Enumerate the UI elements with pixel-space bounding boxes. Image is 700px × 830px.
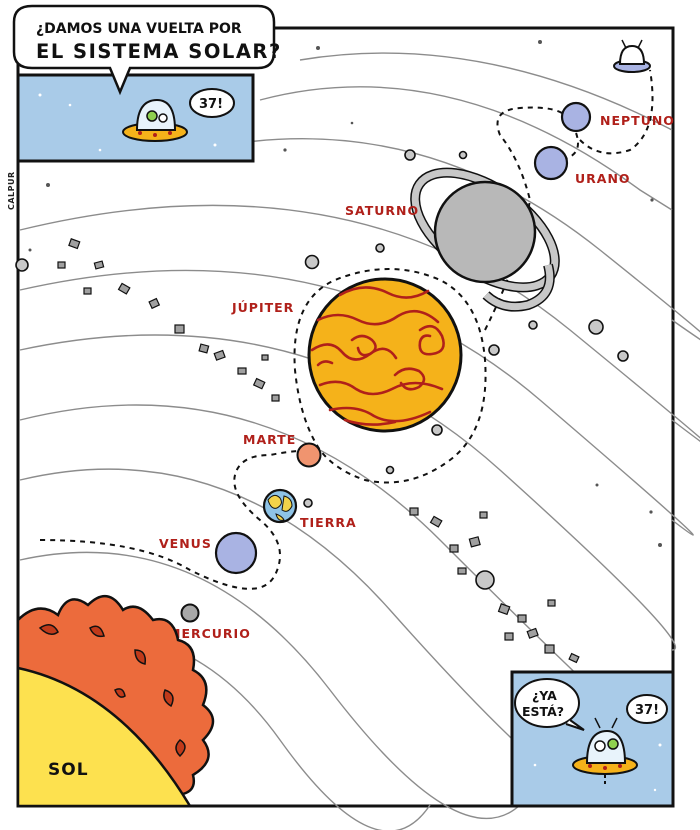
planet-jupiter [307,277,463,433]
planet-urano [533,145,569,181]
label-jupiter: JÚPITER [231,300,294,315]
intro-line-2: EL SISTEMA SOLAR? [36,40,282,63]
counter-bubble-bottom: 37! [626,694,668,724]
ufo-bottom [572,717,638,787]
label-marte: MARTE [243,432,296,447]
ufo-top [122,98,188,142]
label-tierra: TIERRA [300,515,357,530]
outro-line-1: ¿YA [532,688,557,703]
label-saturno: SATURNO [345,203,419,218]
travel-path [39,69,654,590]
planet-tierra [262,488,298,524]
sun: SOL [16,595,215,808]
sun-label: SOL [48,760,89,780]
outro-speech-bubble: ¿YA ESTÁ? [514,678,585,731]
sun-flare-details [38,624,186,758]
intro-speech-bubble: ¿DAMOS UNA VUELTA POR EL SISTEMA SOLAR? [12,4,282,96]
urano-body [533,145,569,181]
top-left-panel: 37! [16,73,255,163]
counter-text-bottom: 37! [635,703,659,718]
sun-body [16,666,193,808]
mercurio-body [180,603,200,623]
label-mercurio: MERCURIO [168,626,251,641]
marte-body [296,442,322,468]
planet-venus [214,531,258,575]
moons [15,149,629,590]
label-neptuno: NEPTUNO [600,113,675,128]
jupiter-swirls [310,286,445,426]
planet-saturno [410,167,560,312]
jupiter-body [307,277,463,433]
ufo-top-right [613,39,651,73]
saturno-body [433,180,537,284]
top-left-panel-bg [16,73,255,163]
asteroid-belt [57,238,580,664]
venus-body [214,531,258,575]
neptuno-body [560,101,592,133]
outro-line-2: ESTÁ? [522,704,564,719]
planet-mercurio [180,603,200,623]
counter-text-top: 37! [199,97,223,112]
intro-line-1: ¿DAMOS UNA VUELTA POR [36,21,242,37]
artist-credit: CALPUR [7,171,16,210]
planet-neptuno [560,101,592,133]
label-urano: URANO [575,171,631,186]
tierra-continents [267,494,293,521]
label-venus: VENUS [159,536,212,551]
counter-bubble-top: 37! [189,88,235,118]
planet-marte [296,442,322,468]
